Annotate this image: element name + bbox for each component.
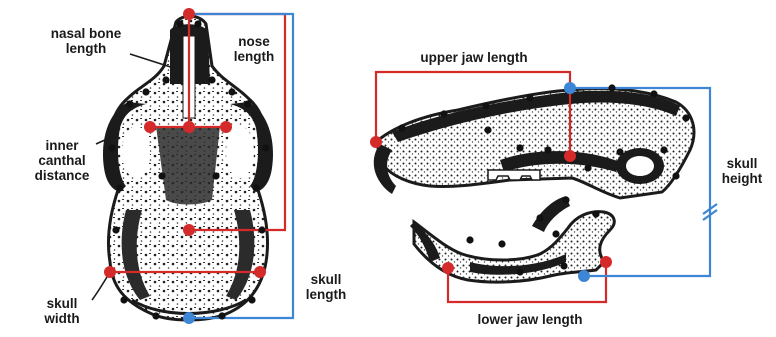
landmark-dot xyxy=(108,144,115,151)
landmark-nasal-tip xyxy=(183,8,195,20)
landmark-dot xyxy=(544,146,551,153)
landmark-dot xyxy=(398,124,405,131)
label-line: inner xyxy=(28,138,96,153)
landmark-dot xyxy=(562,196,569,203)
orbit-left xyxy=(122,126,150,178)
label-upper-jaw-length: upper jaw length xyxy=(394,50,554,65)
label-line: nose xyxy=(226,34,282,49)
label-line: skull xyxy=(36,296,88,311)
landmark-nose-end xyxy=(183,224,195,236)
label-line: canthal xyxy=(28,153,96,168)
interorbital-band xyxy=(156,126,220,205)
landmark-dot xyxy=(526,94,533,101)
landmark-dot xyxy=(176,20,183,27)
label-skull-height: skull height xyxy=(714,156,770,186)
label-line: lower jaw length xyxy=(448,312,612,327)
landmark-dot xyxy=(244,100,251,107)
landmark-upper-jaw-back xyxy=(564,150,576,162)
landmark-dot xyxy=(592,210,599,217)
landmark-dot xyxy=(126,100,133,107)
landmark-dot xyxy=(212,172,219,179)
label-nose-length: nose length xyxy=(226,34,282,64)
landmark-upper-jaw-front xyxy=(370,136,382,148)
label-line: skull xyxy=(298,272,354,287)
label-line: skull xyxy=(714,156,770,171)
label-line: length xyxy=(38,41,134,56)
landmark-dot xyxy=(650,90,657,97)
landmark-inner-canthus-right xyxy=(220,121,232,133)
landmark-dot xyxy=(484,126,491,133)
landmark-dot xyxy=(248,296,255,303)
landmark-dot xyxy=(440,110,447,117)
label-line: nasal bone xyxy=(38,26,134,41)
landmark-dot xyxy=(194,20,201,27)
landmark-dot xyxy=(162,76,169,83)
lateral-skull-view xyxy=(374,89,694,283)
landmark-nasal-base xyxy=(183,121,195,133)
landmark-skull-width-right xyxy=(254,266,266,278)
landmark-dot xyxy=(516,144,523,151)
label-lower-jaw-length: lower jaw length xyxy=(448,312,612,327)
label-line: distance xyxy=(28,168,96,183)
landmark-dot xyxy=(616,148,623,155)
upper-molar-row xyxy=(488,170,540,180)
landmark-dot xyxy=(498,240,505,247)
landmark-dot xyxy=(682,114,689,121)
landmark-dot xyxy=(608,84,615,91)
landmark-dot xyxy=(516,268,523,275)
landmark-dot xyxy=(218,312,225,319)
landmark-dot xyxy=(584,164,591,171)
landmark-dot xyxy=(120,296,127,303)
landmark-skull-top xyxy=(564,82,576,94)
landmark-dot xyxy=(466,236,473,243)
landmark-dot xyxy=(152,312,159,319)
label-line: length xyxy=(226,49,282,64)
landmark-dot xyxy=(228,88,235,95)
landmark-dot xyxy=(560,262,567,269)
landmark-dot xyxy=(672,172,679,179)
landmark-dot xyxy=(660,146,667,153)
label-inner-canthal-distance: inner canthal distance xyxy=(28,138,96,183)
landmark-occiput xyxy=(183,312,195,324)
label-line: upper jaw length xyxy=(394,50,554,65)
orbit-right xyxy=(226,126,254,178)
landmark-dot xyxy=(158,172,165,179)
landmark-dot xyxy=(536,214,543,221)
lateral-orbit-inner xyxy=(626,156,654,176)
landmark-lower-jaw-back xyxy=(600,256,612,268)
landmark-inner-canthus-left xyxy=(144,121,156,133)
landmark-dot xyxy=(116,184,123,191)
landmark-dot xyxy=(262,144,269,151)
landmark-dot xyxy=(208,76,215,83)
label-line: width xyxy=(36,311,88,326)
landmark-dot xyxy=(252,184,259,191)
landmark-lower-jaw-front xyxy=(442,262,454,274)
landmark-dot xyxy=(552,230,559,237)
landmark-dot xyxy=(142,88,149,95)
label-nasal-bone-length: nasal bone length xyxy=(38,26,134,56)
label-skull-width: skull width xyxy=(36,296,88,326)
landmark-dot xyxy=(112,226,119,233)
label-skull-length: skull length xyxy=(298,272,354,302)
landmark-mandible-bottom xyxy=(578,270,590,282)
landmark-dot xyxy=(258,226,265,233)
label-line: length xyxy=(298,287,354,302)
landmark-dot xyxy=(482,102,489,109)
landmark-skull-width-left xyxy=(104,266,116,278)
label-line: height xyxy=(714,171,770,186)
